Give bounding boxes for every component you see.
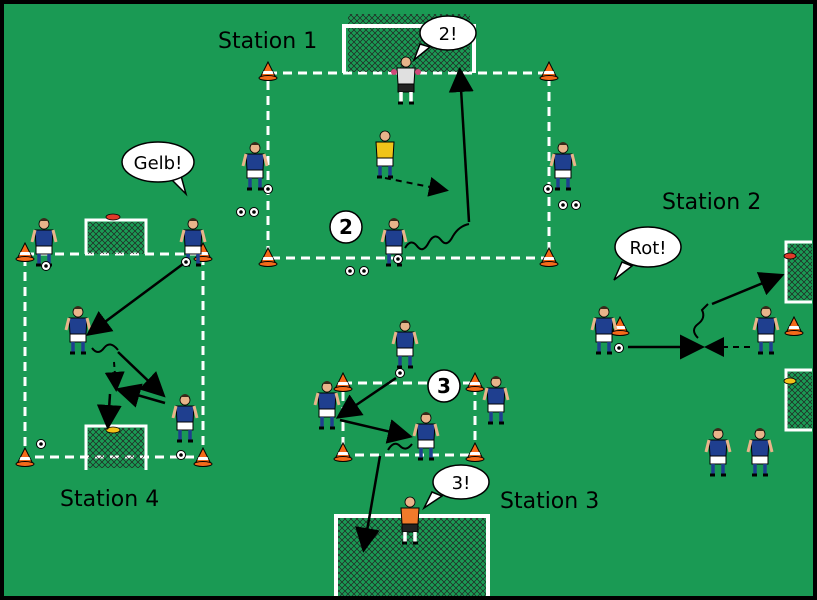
ball xyxy=(359,266,369,276)
pass-arrow xyxy=(339,418,413,444)
ball xyxy=(176,450,186,460)
ball xyxy=(345,266,355,276)
ball xyxy=(36,439,46,449)
station-3-area: 3 3! Station 3 xyxy=(313,318,599,596)
dribble-path xyxy=(91,343,119,353)
red-flag-marker xyxy=(783,252,797,260)
marker-3-label: 3 xyxy=(437,374,451,398)
dribble-path xyxy=(693,303,709,339)
ball xyxy=(395,368,405,378)
marker-3: 3 xyxy=(427,369,461,403)
dribble-path xyxy=(387,442,413,451)
red-flag-marker xyxy=(105,213,121,221)
speech-bubble-keeper-1: 2! xyxy=(412,15,477,63)
station-3-label: Station 3 xyxy=(500,489,599,514)
pass-arrow xyxy=(335,376,397,419)
ball xyxy=(558,200,568,210)
marker-2-label: 2 xyxy=(339,215,353,239)
shot-arrow xyxy=(448,67,474,223)
station-2-label: Station 2 xyxy=(662,190,761,215)
bubble-text: Gelb! xyxy=(134,153,183,174)
ball xyxy=(614,343,624,353)
ball xyxy=(249,207,259,217)
lower-mini-goal xyxy=(783,368,812,432)
speech-bubble-rot: Rot! xyxy=(613,226,682,281)
speech-bubble-keeper-3: 3! xyxy=(422,464,490,511)
station-1-area: 2 2! Station 1 xyxy=(218,14,581,276)
pass-arrow xyxy=(117,351,166,398)
return-pass-arrow xyxy=(115,383,166,408)
shot-arrow xyxy=(355,455,382,553)
yellow-flag-marker xyxy=(105,426,121,434)
station-1-label: Station 1 xyxy=(218,29,317,54)
speech-bubble-gelb: Gelb! xyxy=(121,141,195,197)
ball xyxy=(263,184,273,194)
bottom-mini-goal xyxy=(84,424,148,470)
ball xyxy=(236,207,246,217)
station-2-area: Rot! Station 2 xyxy=(590,190,812,477)
run-arrow xyxy=(104,361,125,392)
bubble-text: 3! xyxy=(452,473,471,494)
top-mini-goal xyxy=(84,213,148,254)
dribble-path xyxy=(404,223,470,251)
bubble-text: 2! xyxy=(439,24,458,45)
shot-arrow xyxy=(96,393,122,430)
ball xyxy=(41,261,51,271)
pass-arrow xyxy=(85,262,184,336)
ball xyxy=(543,184,553,194)
marker-2: 2 xyxy=(329,210,363,244)
upper-mini-goal xyxy=(783,240,812,304)
bubble-text: Rot! xyxy=(630,238,667,259)
shot-arrow xyxy=(711,272,785,306)
station-3-field-outline xyxy=(341,381,477,457)
ball xyxy=(393,254,403,264)
station-4-label: Station 4 xyxy=(60,487,159,512)
station-4-area: Gelb! Station 4 xyxy=(15,141,213,512)
yellow-flag-marker xyxy=(783,377,797,385)
ball xyxy=(571,200,581,210)
